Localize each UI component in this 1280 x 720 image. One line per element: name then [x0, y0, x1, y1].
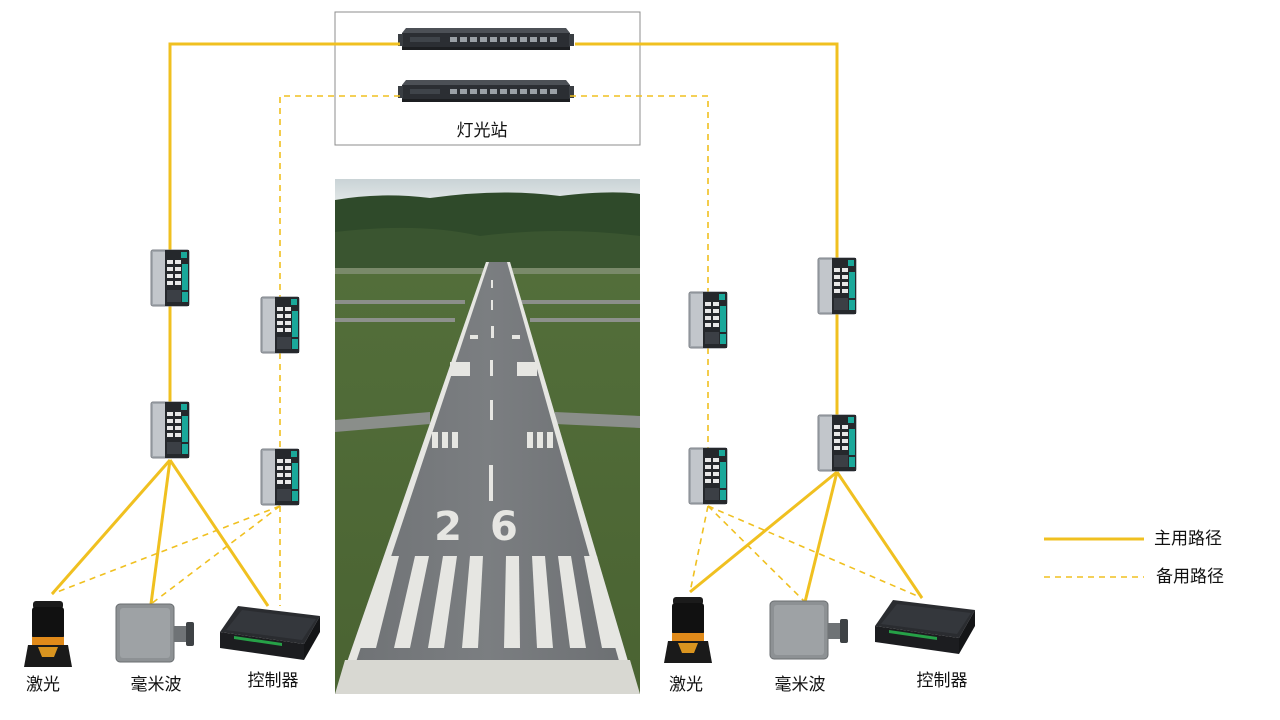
controller-icon-right: [875, 600, 975, 654]
laser-icon-left: [24, 601, 72, 667]
switch-right-primary-lower: [817, 414, 857, 472]
legend-primary-label: 主用路径: [1154, 529, 1222, 549]
rack-switch-backup: [398, 80, 574, 102]
backup-link-right-controller: [707, 505, 923, 599]
light-station-label: 灯光站: [457, 121, 508, 141]
primary-link-right-radar: [803, 471, 839, 603]
laser-label-left: 激光: [26, 675, 60, 695]
legend-backup-label: 备用路径: [1156, 567, 1224, 587]
backup-link-left-laser: [51, 505, 281, 595]
primary-link-left-laser: [50, 459, 172, 595]
backup-link-left: [279, 95, 400, 297]
primary-link-left: [168, 42, 400, 252]
radar-label-right: 毫米波: [775, 675, 826, 695]
switch-right-backup-lower: [688, 447, 728, 505]
primary-link-right: [575, 42, 839, 258]
radar-icon-left: [115, 603, 195, 663]
primary-paths: [50, 42, 924, 607]
radar-icon-right: [769, 600, 849, 660]
runway-number: 26: [434, 504, 546, 550]
rack-switch-primary: [398, 28, 574, 50]
laser-label-right: 激光: [669, 675, 703, 695]
switch-right-primary-upper: [817, 257, 857, 315]
primary-link-right-controller: [835, 471, 924, 599]
switch-left-backup-lower: [260, 448, 300, 506]
radar-label-left: 毫米波: [131, 675, 182, 695]
backup-link-left-radar: [150, 505, 281, 605]
light-station-frame: [334, 11, 641, 146]
primary-link-right-laser: [689, 470, 838, 594]
switch-right-backup-upper: [688, 291, 728, 349]
switch-left-primary-lower: [150, 401, 190, 459]
switch-left-backup-upper: [260, 296, 300, 354]
switch-left-primary-upper: [150, 249, 190, 307]
runway-photo: 26: [335, 179, 640, 694]
controller-label-left: 控制器: [248, 671, 299, 691]
backup-paths: [51, 95, 923, 606]
primary-link-left-controller: [168, 459, 270, 607]
controller-label-right: 控制器: [917, 671, 968, 691]
legend: 主用路径 备用路径: [1044, 529, 1224, 587]
backup-link-right-laser: [689, 505, 709, 593]
controller-icon-left: [220, 606, 320, 660]
backup-link-right-radar: [707, 505, 806, 603]
laser-icon-right: [664, 597, 712, 663]
backup-link-right: [570, 95, 709, 292]
primary-link-left-radar: [149, 459, 172, 605]
